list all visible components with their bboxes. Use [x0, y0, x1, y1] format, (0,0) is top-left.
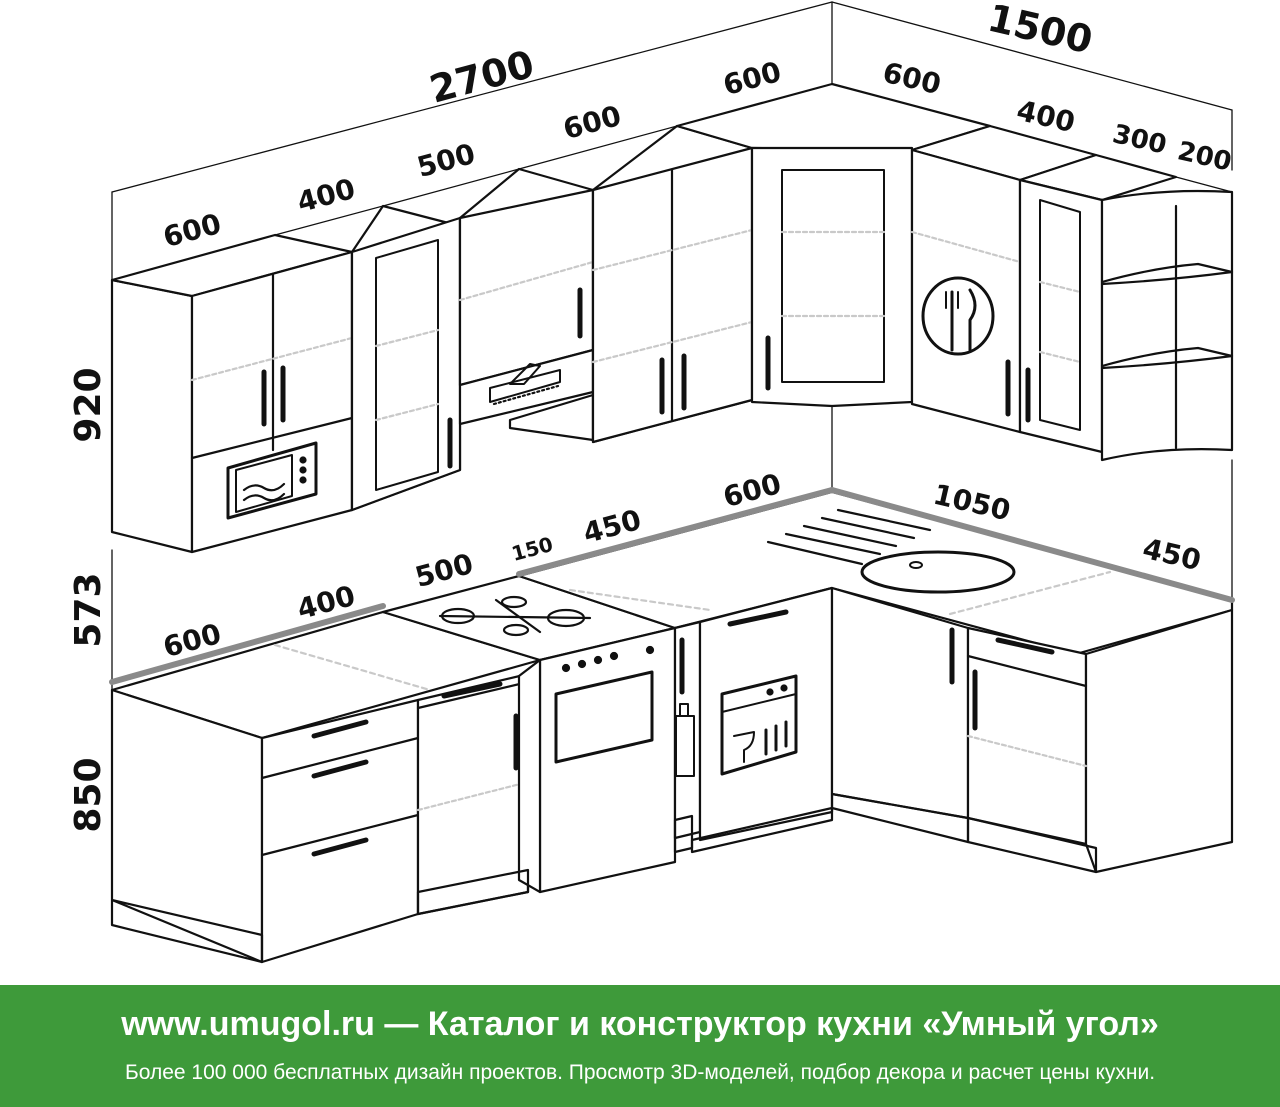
- upper-cabinet-hood: [458, 167, 595, 442]
- dim-upper-left-4: 600: [560, 99, 625, 146]
- oven-icon: [554, 645, 655, 764]
- bottle-cabinet: [673, 620, 702, 840]
- dim-height-gap: 573: [68, 572, 109, 647]
- dim-lower-left-3: 500: [412, 547, 477, 594]
- upper-cabinet-corner-glass: [675, 82, 992, 408]
- base-cabinet-corner: [830, 586, 970, 844]
- microwave-icon: [226, 441, 318, 520]
- dim-upper-left-2: 400: [294, 172, 359, 219]
- banner-title[interactable]: www.umugol.ru — Каталог и конструктор ку…: [121, 1005, 1159, 1043]
- dim-upper-left-3: 500: [414, 137, 479, 184]
- kitchen-diagram: 2700 1500 600 400 500 600 600 600 400 30…: [68, 0, 1235, 964]
- dim-upper-right-3: 300: [1110, 119, 1170, 160]
- promo-banner: www.umugol.ru — Каталог и конструктор ку…: [0, 985, 1280, 1107]
- upper-cabinet-right-cutlery: [910, 124, 1098, 434]
- base-cabinet-right: [966, 608, 1234, 874]
- dishwasher-icon: [720, 674, 798, 776]
- countertop: [109, 487, 1235, 740]
- base-cabinet-door: [416, 672, 530, 916]
- dim-height-upper: 920: [68, 367, 109, 442]
- plinths: [416, 814, 694, 916]
- stove-cabinet: [517, 626, 677, 894]
- dim-lower-left-4: 150: [509, 532, 556, 566]
- dim-overall-right: 1500: [984, 0, 1097, 62]
- dim-upper-left-5: 600: [720, 55, 785, 102]
- dim-upper-right-1: 600: [880, 56, 944, 101]
- dim-lower-left-1: 600: [160, 617, 225, 664]
- range-hood-icon: [489, 363, 561, 406]
- dim-upper-right-4: 200: [1175, 136, 1235, 177]
- banner-subtitle: Более 100 000 бесплатных дизайн проектов…: [124, 1061, 1156, 1084]
- gas-hob-icon: [438, 595, 592, 637]
- sink-icon: [766, 508, 1016, 594]
- dim-height-lower: 850: [68, 757, 109, 832]
- dim-lower-left-2: 400: [294, 579, 359, 626]
- dim-upper-left-1: 600: [160, 207, 225, 254]
- dim-lower-right-2: 450: [1140, 532, 1204, 577]
- upper-cabinet-microwave: [110, 233, 354, 554]
- upper-cabinet-double-left: [591, 124, 754, 444]
- dishwasher-cabinet: [690, 586, 834, 854]
- dim-overall-left: 2700: [425, 42, 539, 112]
- dim-upper-right-2: 400: [1014, 94, 1078, 139]
- bottle-icon: [675, 703, 695, 777]
- base-cabinet-drawers: [110, 688, 420, 964]
- upper-cabinet-glass-left: [350, 204, 462, 512]
- cutlery-plate-icon: [921, 276, 995, 356]
- upper-open-shelf: [1100, 189, 1234, 462]
